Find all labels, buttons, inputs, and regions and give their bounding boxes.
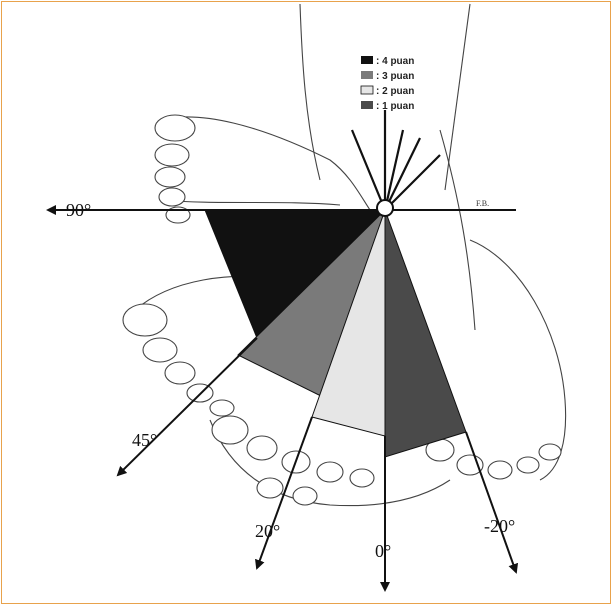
angle-label-45: 45° [132,430,157,450]
fb-label: F.B. [476,199,489,208]
upper-fan-lines [352,110,440,210]
angle-label-0: 0° [375,541,391,561]
legend-swatch-1 [361,101,373,109]
legend-swatch-3 [361,71,373,79]
angle-label-90: 90° [66,200,91,220]
legend-swatch-2 [361,86,373,94]
pivot-circle [377,200,393,216]
legend-swatch-4 [361,56,373,64]
angle-label-20: 20° [255,521,280,541]
angle-label-minus20: -20° [484,516,515,536]
ray-45 [118,338,257,475]
legend-label-1: : 1 puan [376,101,414,112]
legend: : 4 puan : 3 puan : 2 puan : 1 puan [361,56,414,112]
sector-1-puan [385,210,466,457]
ray-minus20 [466,432,516,572]
legend-label-4: : 4 puan [376,56,414,67]
legend-label-2: : 2 puan [376,86,414,97]
foot-outline-90 [155,115,370,223]
foot-outline-minus20 [426,240,566,480]
legend-label-3: : 3 puan [376,71,414,82]
